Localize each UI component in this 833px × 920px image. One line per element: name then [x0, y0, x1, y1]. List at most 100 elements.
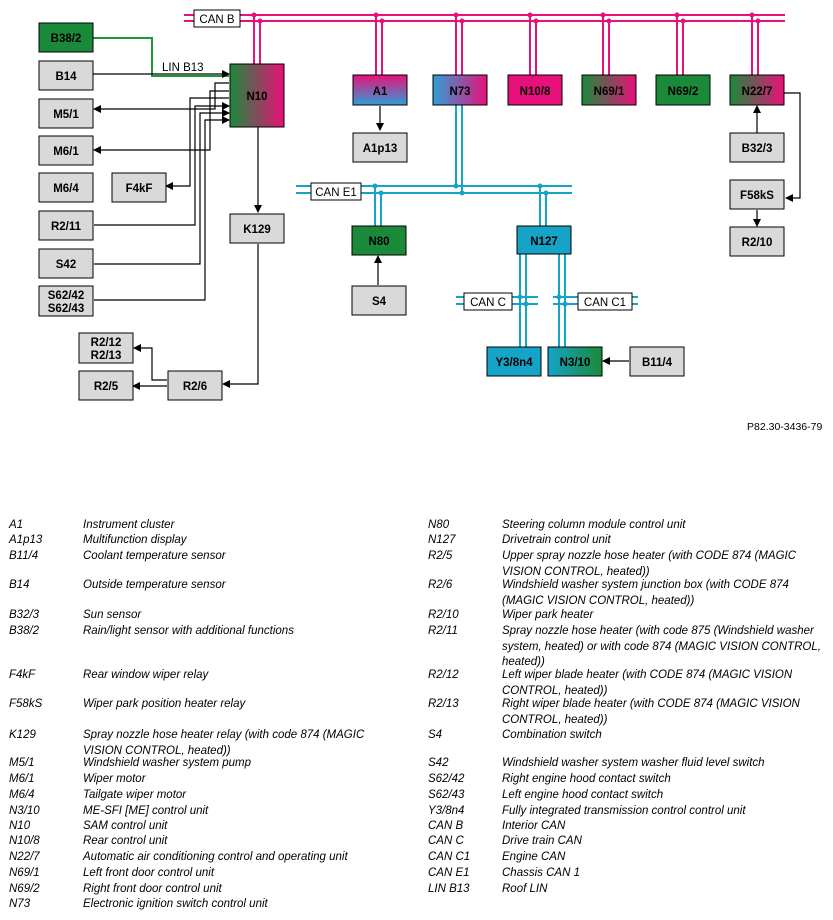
legend-description: Wiper park position heater relay	[83, 698, 246, 710]
legend-description: Rain/light sensor with additional functi…	[83, 625, 294, 637]
box-n10	[229, 63, 285, 128]
box-n69-1	[581, 74, 637, 106]
box-n127	[516, 225, 572, 255]
legend-code: N22/7	[9, 851, 40, 863]
label-y3-8n4: Y3/8n4	[495, 357, 533, 369]
can-c-label: CAN C	[470, 297, 506, 309]
box-b11-4	[629, 346, 685, 377]
label-k129: K129	[243, 224, 271, 236]
legend-description: Tailgate wiper motor	[83, 789, 187, 801]
network-diagram: CAN B CAN E1 CAN C CAN C1	[38, 9, 801, 401]
legend-description: Right wiper blade heater (with CODE 874 …	[502, 698, 800, 726]
legend-code: R2/13	[428, 698, 459, 710]
label-n3-10: N3/10	[560, 357, 591, 369]
legend-description: Multifunction display	[83, 534, 187, 546]
legend-description: Rear control unit	[83, 835, 168, 847]
box-n69-2	[655, 74, 711, 106]
label-s62-42: S62/42	[48, 290, 84, 302]
label-n80: N80	[368, 236, 389, 248]
label-n69-2: N69/2	[668, 86, 699, 98]
legend-description: Rear window wiper relay	[83, 669, 209, 681]
legend-description: Windshield washer system pump	[83, 757, 251, 769]
legend-code: B11/4	[9, 550, 39, 562]
legend-code: CAN C	[428, 835, 464, 847]
box-f4kf	[111, 172, 167, 203]
can-c1-label: CAN C1	[584, 297, 626, 309]
label-m6-4: M6/4	[53, 183, 79, 195]
legend-description: Outside temperature sensor	[83, 579, 226, 591]
label-n73: N73	[449, 86, 470, 98]
can-c1-label-box	[577, 292, 633, 311]
can-b-junctions	[251, 12, 761, 24]
box-f58ks	[729, 179, 785, 210]
box-s62	[38, 285, 94, 317]
legend-code: S4	[428, 729, 443, 741]
label-f4kf: F4kF	[126, 183, 153, 195]
label-n10-8: N10/8	[520, 86, 551, 98]
box-r2-10	[729, 226, 785, 257]
can-b-label: CAN B	[199, 14, 234, 26]
legend-description: Drivetrain control unit	[502, 534, 611, 546]
legend-code: M5/1	[9, 757, 35, 769]
label-m5-1: M5/1	[53, 109, 79, 121]
legend-description: Left wiper blade heater (with CODE 874 (…	[502, 669, 793, 697]
label-b11-4: B11/4	[642, 357, 673, 369]
box-b32-3	[729, 132, 785, 163]
legend-code: B14	[9, 579, 30, 591]
legend-description: Wiper motor	[83, 773, 146, 785]
label-b38-2: B38/2	[51, 33, 82, 45]
box-a1p13	[352, 132, 408, 163]
legend-code: N69/2	[9, 883, 40, 895]
legend-description: Left engine hood contact switch	[502, 789, 664, 801]
legend-code: Y3/8n4	[428, 805, 465, 817]
legend-code: R2/5	[428, 550, 453, 562]
can-e1-label: CAN E1	[315, 187, 357, 199]
box-b14	[38, 60, 94, 91]
legend-description: Electronic ignition switch control unit	[83, 898, 268, 910]
can-c-label-box	[463, 292, 513, 311]
legend-description: Engine CAN	[502, 851, 566, 863]
legend-code: N80	[428, 519, 450, 531]
lin-b13-label: LIN B13	[162, 62, 204, 74]
legend-description: Combination switch	[502, 729, 602, 741]
legend-code: A1p13	[9, 534, 43, 546]
legend-code: CAN E1	[428, 867, 470, 879]
legend-code: S62/42	[428, 773, 465, 785]
can-c-junctions	[517, 294, 568, 307]
legend-description: Right front door control unit	[83, 883, 222, 895]
box-r2-5	[78, 370, 134, 401]
legend-code: R2/12	[428, 669, 459, 681]
legend-code: R2/10	[428, 609, 459, 621]
label-s62-43: S62/43	[48, 303, 84, 315]
can-b-label-box	[193, 9, 241, 28]
label-n69-1: N69/1	[594, 86, 625, 98]
label-r2-12: R2/12	[91, 337, 122, 349]
legend-description: Wiper park heater	[502, 609, 594, 621]
legend-description: Instrument cluster	[83, 519, 175, 531]
legend-code: F58kS	[9, 698, 43, 710]
legend-code: S62/43	[428, 789, 465, 801]
box-k129	[229, 213, 285, 244]
legend-code: A1	[9, 519, 24, 531]
legend-description: ME-SFI [ME] control unit	[83, 805, 209, 817]
label-n127: N127	[530, 236, 558, 248]
label-n10: N10	[246, 91, 267, 103]
box-s42	[38, 248, 94, 279]
legend-code: N10/8	[9, 835, 40, 847]
label-r2-10: R2/10	[742, 237, 773, 249]
legend-code: R2/11	[428, 625, 458, 637]
legend-code: N69/1	[9, 867, 40, 879]
label-a1p13: A1p13	[363, 143, 398, 155]
legend-description: Automatic air conditioning control and o…	[83, 851, 348, 863]
legend-code: M6/4	[9, 789, 35, 801]
lin-b13-line	[93, 37, 229, 77]
legend-code: M6/1	[9, 773, 35, 785]
box-n10-8	[507, 74, 563, 106]
box-n80	[351, 225, 407, 256]
label-a1: A1	[373, 86, 388, 98]
legend-description: Windshield washer system junction box (w…	[502, 579, 789, 607]
box-m5-1	[38, 98, 94, 129]
label-s42: S42	[56, 259, 76, 271]
legend-code: S42	[428, 757, 449, 769]
can-e1-bus	[296, 104, 572, 226]
